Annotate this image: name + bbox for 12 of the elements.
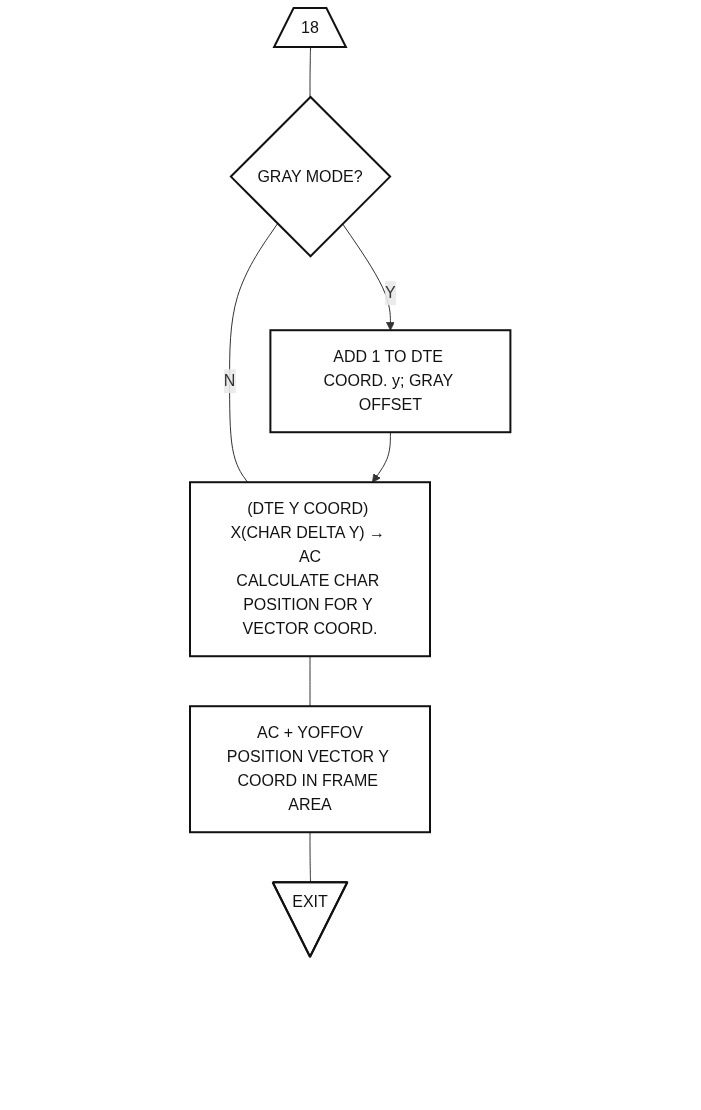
arrow bbox=[372, 431, 392, 483]
arrow bbox=[342, 223, 396, 331]
connector bbox=[309, 831, 312, 884]
node-box: ADD 1 TO DTE COORD. y; GRAY OFFSET bbox=[269, 329, 512, 434]
node-box: (DTE Y COORD) X(CHAR DELTA Y) → AC CALCULATE CHAR POSITION FOR Y VECTOR COORD. bbox=[189, 481, 432, 658]
node-diamond: GRAY MODE? bbox=[229, 95, 392, 258]
edge-label: N bbox=[224, 372, 236, 390]
connector bbox=[229, 223, 279, 483]
edge-label: Y bbox=[385, 284, 397, 302]
node-box: AC + YOFFOV POSITION VECTOR Y COORD IN FRAME AREA bbox=[189, 705, 432, 834]
connector bbox=[309, 655, 311, 707]
connector bbox=[309, 47, 312, 98]
